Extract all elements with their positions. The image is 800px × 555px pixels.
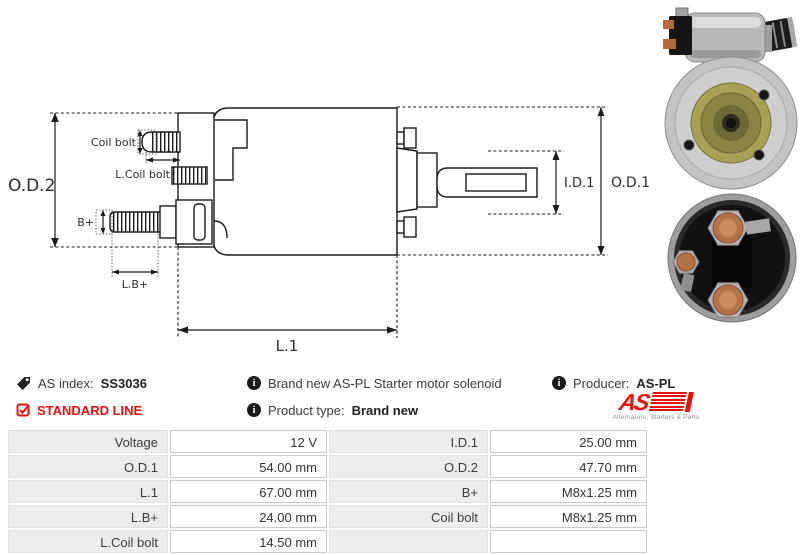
- spec-label: Coil bolt: [329, 505, 488, 528]
- id1-label: I.D.1: [564, 176, 594, 191]
- mount-ear-bottom-stub: [396, 220, 405, 234]
- solenoid-body-outline: [212, 107, 398, 256]
- spec-table: Voltage 12 V I.D.1 25.00 mm O.D.1 54.00 …: [8, 430, 647, 553]
- cap-screw-3: [753, 149, 765, 161]
- info-icon: i: [247, 376, 261, 390]
- bplus-label: B+: [77, 216, 94, 229]
- spec-label: O.D.2: [329, 455, 488, 478]
- cap-screw-1: [758, 89, 770, 101]
- fillet-detail: [213, 220, 228, 239]
- coil-bolt-label: Coil bolt: [91, 136, 137, 149]
- cylinder-highlight: [690, 17, 761, 28]
- info-icon: i: [247, 403, 261, 417]
- producer-label: Producer:: [573, 375, 630, 391]
- inner-step-detail: [215, 119, 248, 181]
- tag-icon: [17, 376, 30, 390]
- product-description: Brand new AS-PL Starter motor solenoid: [268, 375, 502, 391]
- checked-checkbox-icon: [16, 403, 30, 417]
- coil-bolt-dim-box: [137, 129, 157, 155]
- spec-label: L.B+: [8, 505, 168, 528]
- spec-label: B+: [329, 480, 488, 503]
- cylinder-shadow: [690, 50, 761, 58]
- spec-label: Voltage: [8, 430, 168, 453]
- od1-label: O.D.1: [611, 175, 650, 191]
- product-type-label: Product type:: [268, 402, 345, 418]
- product-type-row: i Product type: Brand new: [247, 401, 418, 419]
- shaft-collar: [416, 152, 438, 208]
- solenoid-side-view-photo[interactable]: [663, 6, 800, 68]
- mount-ear-top-stub: [396, 131, 405, 145]
- terminal-left-strap: [680, 273, 695, 293]
- info-icon: i: [552, 376, 566, 390]
- lbplus-label: L.B+: [122, 278, 148, 291]
- terminal-left-copper: [676, 252, 696, 272]
- as-index-value: SS3036: [100, 375, 147, 391]
- shaft-cap: [396, 147, 418, 213]
- spec-value: [490, 530, 647, 553]
- copper-terminal-1: [663, 20, 674, 29]
- spec-label: L.1: [8, 480, 168, 503]
- od2-label: O.D.2: [8, 176, 55, 196]
- shaft-slot: [465, 173, 527, 192]
- solenoid-rear-terminals-photo[interactable]: [662, 192, 800, 328]
- spec-value: 54.00 mm: [170, 455, 327, 478]
- spec-value: M8x1.25 mm: [490, 505, 647, 528]
- mount-ear-top: [403, 127, 417, 149]
- l1-label: L.1: [276, 337, 299, 355]
- lcoil-label: L.Coil bolt: [115, 168, 170, 181]
- as-logo-subtext: Alternators, Starters & Parts: [612, 414, 700, 421]
- standard-line-row: STANDARD LINE: [16, 401, 142, 419]
- spec-value: 47.70 mm: [490, 455, 647, 478]
- standard-line-label: STANDARD LINE: [37, 402, 143, 418]
- product-type-value: Brand new: [351, 402, 419, 418]
- spec-value: 25.00 mm: [490, 430, 647, 453]
- terminal-top-copper-core: [719, 219, 737, 237]
- spec-label: O.D.1: [8, 455, 168, 478]
- description-row: i Brand new AS-PL Starter motor solenoid: [247, 374, 502, 392]
- terminal-top-tab: [745, 218, 771, 235]
- cap-screw-2: [683, 139, 695, 151]
- copper-terminal-2: [663, 39, 676, 49]
- spec-value: 14.50 mm: [170, 530, 327, 553]
- spec-value: 67.00 mm: [170, 480, 327, 503]
- bplus-dim-box: [95, 209, 113, 235]
- solenoid-front-cap-photo[interactable]: [661, 55, 800, 192]
- spec-label: I.D.1: [329, 430, 488, 453]
- as-index-label: AS index:: [38, 375, 94, 391]
- producer-value: AS-PL: [636, 375, 676, 391]
- inner-bolt-detail: [193, 203, 206, 241]
- spec-value: 12 V: [170, 430, 327, 453]
- bearing-center: [726, 118, 736, 128]
- spec-value: M8x1.25 mm: [490, 480, 647, 503]
- as-logo-text: AS: [617, 389, 651, 415]
- solenoid-technical-drawing: O.D.2 Coil bolt L.Coil bolt B+ L.B+ L.1 …: [8, 106, 650, 355]
- spec-label: [329, 530, 488, 553]
- producer-row: i Producer: AS-PL: [552, 374, 675, 392]
- b-plus-nut: [159, 205, 177, 239]
- spec-label: L.Coil bolt: [8, 530, 168, 553]
- spec-value: 24.00 mm: [170, 505, 327, 528]
- as-index-row: AS index: SS3036: [16, 374, 147, 392]
- mount-ear-bottom: [403, 216, 417, 238]
- as-logo-stripes: [648, 391, 687, 411]
- as-pl-logo: AS Alternators, Starters & Parts: [597, 389, 715, 425]
- terminal-bottom-copper-core: [719, 291, 737, 309]
